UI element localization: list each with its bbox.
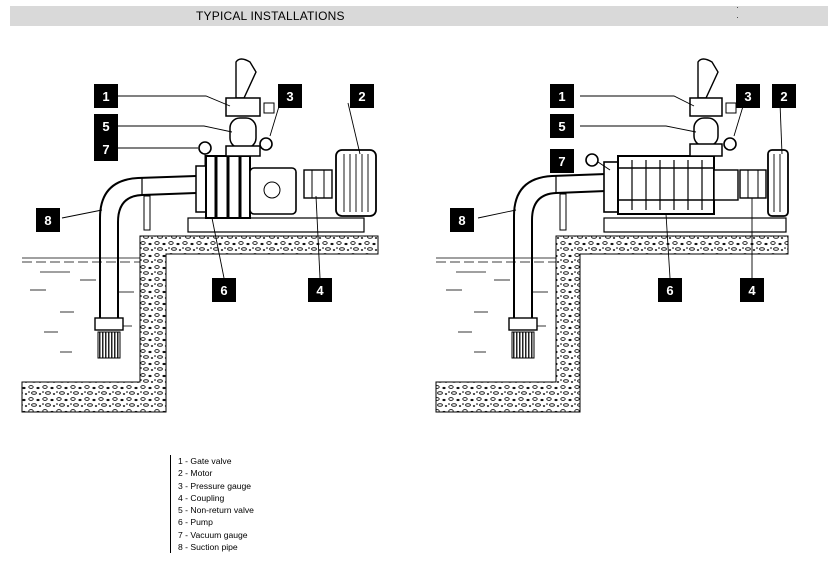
pressure-gauge-left	[259, 137, 273, 151]
svg-text:6: 6	[666, 283, 673, 298]
coupling-right	[739, 169, 767, 199]
motor-right	[767, 149, 789, 217]
base-plate-right	[603, 217, 787, 233]
legend-item-vacuum-gauge: 7 - Vacuum gauge	[178, 529, 248, 540]
vacuum-gauge-left	[198, 141, 212, 155]
strainer-left	[97, 331, 121, 359]
callout-1-right: 1	[550, 84, 574, 108]
svg-text:8: 8	[44, 213, 51, 228]
discharge-pipe-left	[235, 58, 257, 99]
svg-text:5: 5	[558, 119, 565, 134]
svg-text:2: 2	[358, 89, 365, 104]
legend-item-coupling: 4 - Coupling	[178, 492, 225, 503]
callout-7-right: 7	[550, 149, 574, 173]
non-return-valve-left	[229, 117, 257, 149]
svg-text:7: 7	[558, 154, 565, 169]
callout-1-left: 1	[94, 84, 118, 108]
callout-5-left: 5	[94, 114, 118, 138]
base-plate-left	[187, 217, 365, 233]
legend-item-pressure-gauge: 3 - Pressure gauge	[178, 480, 252, 491]
callout-6-left: 6	[212, 278, 236, 302]
callout-7-left: 7	[94, 137, 118, 161]
page-title: TYPICAL INSTALLATIONS	[196, 9, 345, 23]
callout-2-right: 2	[772, 84, 796, 108]
legend: 1 - Gate valve 2 - Motor 3 - Pressure ga…	[170, 455, 254, 554]
svg-text:7: 7	[102, 142, 109, 157]
svg-text:1: 1	[558, 89, 565, 104]
legend-item-motor: 2 - Motor	[178, 468, 213, 479]
pressure-gauge-right	[723, 137, 737, 151]
discharge-pipe-right	[697, 58, 719, 99]
water-surface-right	[436, 257, 556, 353]
pump-body-right	[617, 155, 715, 215]
non-return-valve-right	[693, 117, 719, 147]
svg-text:1: 1	[102, 89, 109, 104]
coupling-left	[303, 169, 333, 199]
callout-8-right: 8	[450, 208, 474, 232]
callout-4-left: 4	[308, 278, 332, 302]
legend-item-non-return-valve: 5 - Non-return valve	[178, 505, 254, 516]
svg-text:2: 2	[780, 89, 787, 104]
callout-2-left: 2	[350, 84, 374, 108]
water-surface-left	[22, 257, 140, 353]
svg-text:8: 8	[458, 213, 465, 228]
gate-valve-left	[225, 97, 261, 117]
ground-right	[435, 235, 789, 413]
pipe-support-right	[559, 193, 567, 231]
suction-pipe-left	[99, 175, 197, 320]
strainer-right	[511, 331, 535, 359]
header-bar	[10, 6, 828, 26]
callout-4-right: 4	[740, 278, 764, 302]
right-installation	[435, 58, 789, 413]
vacuum-gauge-right	[585, 153, 599, 167]
ground-left	[21, 235, 379, 413]
callout-5-right: 5	[550, 114, 574, 138]
header-dots: · ·	[736, 2, 775, 22]
gate-valve-right	[689, 97, 723, 117]
svg-text:4: 4	[748, 283, 756, 298]
svg-text:3: 3	[744, 89, 751, 104]
callout-3-left: 3	[278, 84, 302, 108]
pipe-support-left	[143, 195, 151, 231]
suction-pipe-right	[513, 173, 607, 320]
svg-text:5: 5	[102, 119, 109, 134]
callout-3-right: 3	[736, 84, 760, 108]
svg-text:4: 4	[316, 283, 324, 298]
legend-item-gate-valve: 1 - Gate valve	[178, 456, 232, 466]
svg-text:3: 3	[286, 89, 293, 104]
callout-6-right: 6	[658, 278, 682, 302]
callout-8-left: 8	[36, 208, 60, 232]
left-installation	[21, 58, 379, 413]
svg-text:6: 6	[220, 283, 227, 298]
legend-item-pump: 6 - Pump	[178, 517, 213, 528]
legend-item-suction-pipe: 8 - Suction pipe	[178, 542, 238, 553]
